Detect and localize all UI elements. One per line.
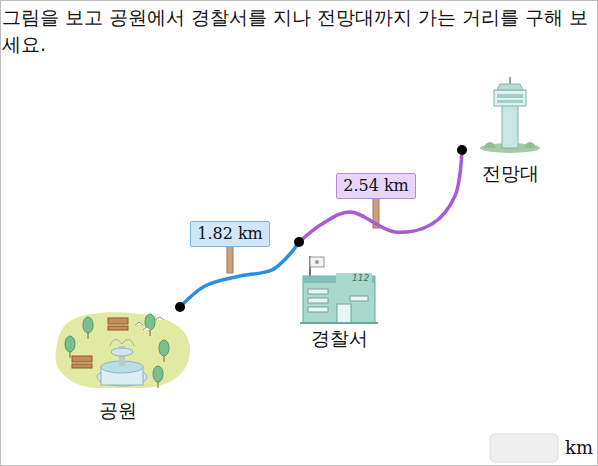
park-node: 공원 [55, 307, 180, 422]
park-illustration-part [70, 330, 164, 388]
park-illustration-part-part [164, 356, 165, 362]
park-illustration-part [72, 318, 128, 368]
tower-illustration-part [509, 77, 511, 84]
route-point [294, 237, 304, 247]
park-illustration-part-part [153, 366, 163, 382]
tower-illustration-part [497, 94, 523, 98]
park-illustration-part [65, 314, 169, 382]
place-label: 공원 [45, 398, 190, 422]
police-station-illustration-part-part [308, 307, 328, 312]
police-station-illustration-part [308, 289, 368, 323]
police-station-illustration-part-part [308, 298, 328, 303]
police-station-node: 경찰서 [299, 242, 379, 350]
place-label: 경찰서 [289, 326, 389, 350]
route-line [180, 242, 299, 307]
tower-illustration [480, 77, 540, 153]
distance-sign: 1.82 km [190, 221, 270, 247]
park-illustration-part-part [143, 327, 151, 330]
park-illustration-part-part [70, 352, 71, 358]
route-point [175, 302, 185, 312]
route-point [457, 145, 467, 155]
police-station-illustration-part [300, 322, 378, 324]
park-illustration-part [135, 317, 164, 330]
police-station-illustration-part [310, 257, 324, 267]
park-illustration-part-part [65, 336, 75, 352]
sign-post-part [227, 246, 233, 273]
tower-illustration-part [502, 104, 518, 148]
park-illustration-part-part [150, 330, 151, 336]
park-illustration-part-part [72, 356, 92, 362]
police-station-illustration [300, 256, 378, 323]
tower-node: 전망대 [462, 85, 558, 185]
unit-label: km [565, 437, 593, 458]
police-station-illustration-part-part [308, 289, 328, 294]
question-title: 그림을 보고 공원에서 경찰서를 지나 전망대까지 가는 거리를 구해 보세요. [2, 4, 596, 58]
park-illustration-part-part [135, 322, 143, 325]
park-illustration [55, 312, 190, 388]
park-illustration-part-part [83, 317, 93, 333]
answer-box [490, 434, 558, 462]
police-station-illustration-part [336, 273, 372, 287]
place-label: 전망대 [452, 161, 568, 185]
park-illustration-part [55, 312, 190, 388]
building-number: 112 [352, 273, 369, 283]
park-illustration-part-part [159, 340, 169, 356]
route-line [299, 150, 462, 242]
park-illustration-part-part [156, 317, 164, 320]
tower-illustration-part [497, 100, 523, 103]
park-illustration-part [110, 340, 134, 346]
park-illustration-part-part [72, 364, 92, 368]
police-station-illustration-part-part [350, 296, 368, 301]
distance-sign: 2.54 km [336, 173, 416, 199]
park-illustration-part [111, 348, 133, 356]
park-illustration-part-part [88, 333, 89, 339]
police-station-illustration-part [315, 260, 319, 264]
tower-illustration-part [494, 90, 526, 106]
tower-illustration-part [497, 84, 523, 90]
park-illustration-part-part [108, 326, 128, 330]
police-station-illustration-part-part [337, 304, 351, 323]
park-illustration-part-part [108, 318, 128, 324]
park-illustration-part-part [158, 382, 159, 388]
